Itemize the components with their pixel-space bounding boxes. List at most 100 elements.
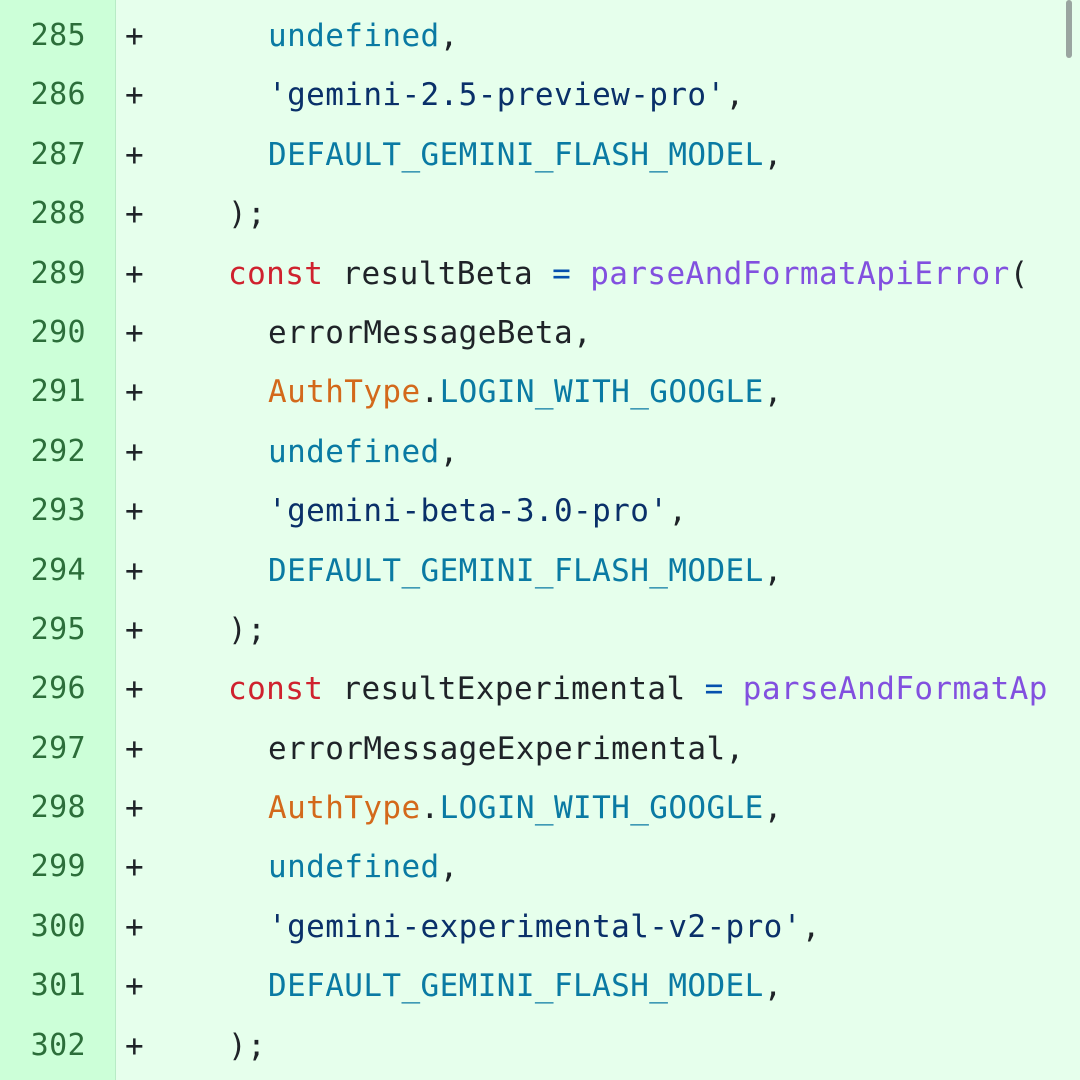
code-token: undefined xyxy=(268,18,440,54)
code-token: 'gemini-2.5-preview-pro' xyxy=(268,77,726,114)
diff-line[interactable]: 290 + errorMessageBeta, xyxy=(0,303,1080,362)
diff-line[interactable]: 286 + 'gemini-2.5-preview-pro', xyxy=(0,65,1080,124)
code-token: , xyxy=(763,136,783,173)
code-token: . xyxy=(420,790,440,827)
code-token: parseAndFormatAp xyxy=(723,671,1048,708)
line-number[interactable]: 293 xyxy=(30,493,86,529)
code-token: , xyxy=(439,849,459,886)
code-token: DEFAULT_GEMINI_FLASH_MODEL xyxy=(268,136,764,173)
diff-line[interactable]: 297 + errorMessageExperimental, xyxy=(0,719,1080,778)
added-marker: + xyxy=(125,611,145,648)
code-token: undefined xyxy=(268,849,440,886)
code-token: , xyxy=(439,18,459,54)
added-marker: + xyxy=(125,255,145,292)
code-token: ( xyxy=(1009,255,1029,292)
line-number[interactable]: 297 xyxy=(30,730,86,766)
diff-line[interactable]: 289 + const resultBeta = parseAndFormatA… xyxy=(0,244,1080,303)
code-token: , xyxy=(763,552,783,589)
code-token: resultExperimental xyxy=(323,671,705,708)
code-text: undefined, xyxy=(268,434,459,470)
code-token: const xyxy=(228,255,324,292)
line-number[interactable]: 285 xyxy=(30,18,86,53)
code-token: errorMessageBeta xyxy=(268,314,574,351)
line-number-gutter xyxy=(0,0,116,1080)
added-marker: + xyxy=(125,433,145,470)
code-text: undefined, xyxy=(268,849,459,885)
diff-line[interactable]: 302 + ); xyxy=(0,1016,1080,1075)
line-number[interactable]: 286 xyxy=(30,77,86,113)
diff-line[interactable]: 292 + undefined, xyxy=(0,422,1080,481)
diff-line[interactable]: 285 + undefined, xyxy=(0,6,1080,65)
diff-line[interactable]: 299 + undefined, xyxy=(0,837,1080,896)
code-text: ); xyxy=(228,1028,266,1064)
code-text: 'gemini-beta-3.0-pro', xyxy=(268,493,687,529)
line-number[interactable]: 288 xyxy=(30,196,86,232)
added-marker: + xyxy=(125,374,145,411)
code-text: AuthType.LOGIN_WITH_GOOGLE, xyxy=(268,374,783,410)
line-number[interactable]: 291 xyxy=(30,374,86,410)
code-token: 'gemini-beta-3.0-pro' xyxy=(268,493,669,530)
added-marker: + xyxy=(125,1027,145,1064)
code-token: ); xyxy=(228,196,267,233)
code-token: undefined xyxy=(268,433,440,470)
code-text: DEFAULT_GEMINI_FLASH_MODEL, xyxy=(268,553,783,589)
diff-line[interactable]: 295 + ); xyxy=(0,600,1080,659)
code-text: 'gemini-2.5-preview-pro', xyxy=(268,77,745,113)
diff-line[interactable]: 291 + AuthType.LOGIN_WITH_GOOGLE, xyxy=(0,362,1080,421)
added-marker: + xyxy=(125,849,145,886)
code-text: errorMessageExperimental, xyxy=(268,731,745,767)
code-token: LOGIN_WITH_GOOGLE xyxy=(439,790,764,827)
line-number[interactable]: 295 xyxy=(30,611,86,647)
added-marker: + xyxy=(125,18,145,54)
code-token: DEFAULT_GEMINI_FLASH_MODEL xyxy=(268,968,764,1005)
line-number[interactable]: 294 xyxy=(30,552,86,588)
code-text: ); xyxy=(228,196,266,232)
code-text: const resultBeta = parseAndFormatApiErro… xyxy=(228,256,1029,292)
code-text: AuthType.LOGIN_WITH_GOOGLE, xyxy=(268,790,783,826)
line-number[interactable]: 300 xyxy=(30,908,86,944)
code-token: ); xyxy=(228,1027,267,1064)
diff-line[interactable]: 287 + DEFAULT_GEMINI_FLASH_MODEL, xyxy=(0,125,1080,184)
code-token: AuthType xyxy=(268,374,421,411)
code-token: errorMessageExperimental xyxy=(268,730,726,767)
code-token: DEFAULT_GEMINI_FLASH_MODEL xyxy=(268,552,764,589)
code-token: 'gemini-experimental-v2-pro' xyxy=(268,908,802,945)
line-number[interactable]: 302 xyxy=(30,1027,86,1063)
line-number[interactable]: 301 xyxy=(30,968,86,1004)
diff-line[interactable]: 301 + DEFAULT_GEMINI_FLASH_MODEL, xyxy=(0,956,1080,1015)
line-number[interactable]: 299 xyxy=(30,849,86,885)
scrollbar-thumb[interactable] xyxy=(1066,0,1072,58)
code-token: , xyxy=(573,314,593,351)
diff-line[interactable]: 300 + 'gemini-experimental-v2-pro', xyxy=(0,897,1080,956)
diff-lines: 285 + undefined, 286 + 'gemini-2.5-previ… xyxy=(0,6,1080,1075)
code-token: , xyxy=(439,433,459,470)
line-number[interactable]: 292 xyxy=(30,433,86,469)
code-token: , xyxy=(763,968,783,1005)
code-text: DEFAULT_GEMINI_FLASH_MODEL, xyxy=(268,968,783,1004)
code-text: DEFAULT_GEMINI_FLASH_MODEL, xyxy=(268,137,783,173)
code-token: , xyxy=(763,790,783,827)
line-number[interactable]: 287 xyxy=(30,136,86,172)
added-marker: + xyxy=(125,968,145,1005)
added-marker: + xyxy=(125,552,145,589)
added-marker: + xyxy=(125,908,145,945)
code-token: , xyxy=(763,374,783,411)
code-token: , xyxy=(725,730,745,767)
diff-line[interactable]: 296 + const resultExperimental = parseAn… xyxy=(0,659,1080,718)
code-token: . xyxy=(420,374,440,411)
code-text: 'gemini-experimental-v2-pro', xyxy=(268,909,821,945)
code-token: const xyxy=(228,671,324,708)
line-number[interactable]: 298 xyxy=(30,790,86,826)
added-marker: + xyxy=(125,136,145,173)
added-marker: + xyxy=(125,77,145,114)
line-number[interactable]: 289 xyxy=(30,255,86,291)
line-number[interactable]: 290 xyxy=(30,314,86,350)
code-text: errorMessageBeta, xyxy=(268,315,592,351)
diff-line[interactable]: 288 + ); xyxy=(0,184,1080,243)
diff-line[interactable]: 293 + 'gemini-beta-3.0-pro', xyxy=(0,481,1080,540)
code-token: = xyxy=(704,671,724,708)
line-number[interactable]: 296 xyxy=(30,671,86,707)
diff-line[interactable]: 294 + DEFAULT_GEMINI_FLASH_MODEL, xyxy=(0,541,1080,600)
added-marker: + xyxy=(125,671,145,708)
diff-line[interactable]: 298 + AuthType.LOGIN_WITH_GOOGLE, xyxy=(0,778,1080,837)
